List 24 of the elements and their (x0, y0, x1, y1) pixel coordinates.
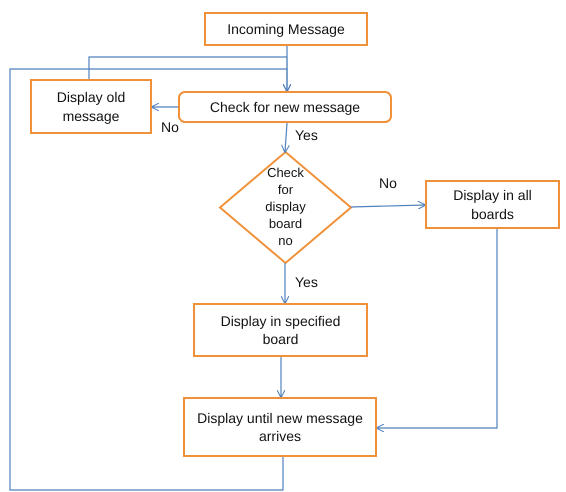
process-box (30, 79, 152, 134)
node-text: Check for new message (210, 98, 360, 116)
arrow (376, 229, 498, 433)
arrow (276, 357, 286, 398)
arrow (150, 102, 178, 112)
process-box (178, 91, 392, 123)
edge-label: No (160, 120, 180, 136)
node-text: Display until new message arrives (196, 408, 364, 446)
process-box (425, 180, 560, 229)
arrow (280, 122, 290, 154)
node-text: Check for display board no (264, 165, 307, 250)
process-box (204, 12, 368, 46)
node-text: Display in all boards (452, 186, 533, 223)
node-text: Incoming Message (227, 20, 345, 38)
edge-label: Yes (294, 275, 319, 290)
edge-label: No (378, 176, 398, 192)
arrow (350, 200, 426, 210)
process-box (193, 303, 368, 357)
node-text: Display old message (56, 88, 126, 125)
process-box (183, 397, 377, 457)
arrow (9, 68, 292, 491)
arrow (280, 263, 290, 304)
node-text: Display in specified board (220, 312, 342, 348)
edge-label: Yes (294, 128, 319, 144)
